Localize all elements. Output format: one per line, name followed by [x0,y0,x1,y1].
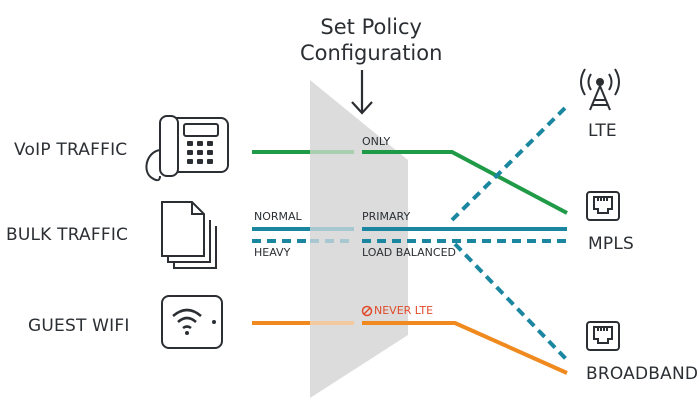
title-line-2: Configuration [300,41,443,65]
policy-label-never-lte: NEVER LTE [374,304,434,317]
policy-label-only: ONLY [362,135,391,148]
wifi-tablet-icon [161,295,223,349]
policy-label-primary: PRIMARY [362,210,411,223]
prohibited-icon [361,305,373,317]
bulk-heavy-line [252,104,569,362]
ethernet-port-icon [586,191,620,221]
ethernet-port-icon [586,321,620,351]
voip-line [252,150,568,215]
policy-panel [310,80,408,398]
page-title: Set Policy Configuration [300,14,442,66]
documents-icon [161,201,217,269]
dest-label-mpls: MPLS [588,234,634,254]
dest-label-lte: LTE [588,121,617,141]
desk-phone-icon [145,115,229,182]
policy-label-load-balanced: LOAD BALANCED [362,246,456,259]
title-line-1: Set Policy [320,15,422,39]
lane-label-normal: NORMAL [254,210,302,223]
guest-line [252,321,568,375]
source-label-voip: VoIP TRAFFIC [14,140,128,160]
source-label-bulk: BULK TRAFFIC [6,225,129,245]
down-arrow-icon [351,70,373,115]
cell-tower-icon [580,68,620,111]
lane-label-heavy: HEAVY [254,246,291,259]
dest-label-broadband: BROADBAND [586,364,699,384]
source-label-guest: GUEST WIFI [28,316,130,336]
